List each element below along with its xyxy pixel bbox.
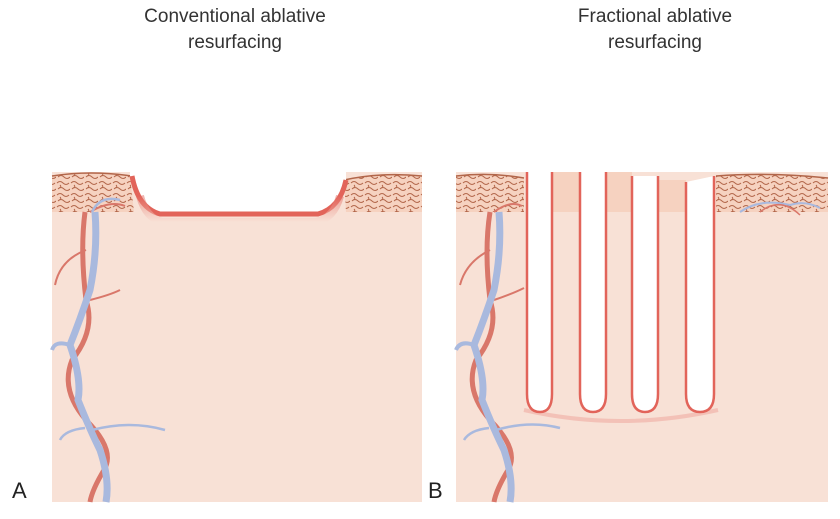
panel-a-label: A [12,478,27,503]
panel-b-skin-strip [552,172,580,212]
panel-a-title-line1: Conventional ablative [144,6,326,27]
panel-a-title: Conventional ablative resurfacing [105,4,365,56]
panel-a-vein [66,211,111,503]
panel-b-skin-strip [658,180,686,212]
panel-b-vein [470,211,515,503]
panel-a-ablation-zone [130,172,346,212]
panel-b-ablation-column [684,176,716,414]
panel-b-label: B [428,478,443,503]
panel-b-skin-strip [606,172,632,212]
panel-b-ablation-column [525,172,554,414]
panel-b-title-line2: resurfacing [608,32,702,53]
panel-a-ablation-rim [129,175,349,217]
panel-b [454,172,829,503]
panel-b-title-line1: Fractional ablative [577,6,733,27]
panel-b-ablation-column [578,172,608,414]
panel-a-dermis [52,172,422,502]
panel-a [50,172,423,503]
panel-a-title-line2: resurfacing [188,32,282,53]
panel-b-ablation-column [630,176,660,414]
panel-b-title: Fractional ablative resurfacing [525,4,785,56]
